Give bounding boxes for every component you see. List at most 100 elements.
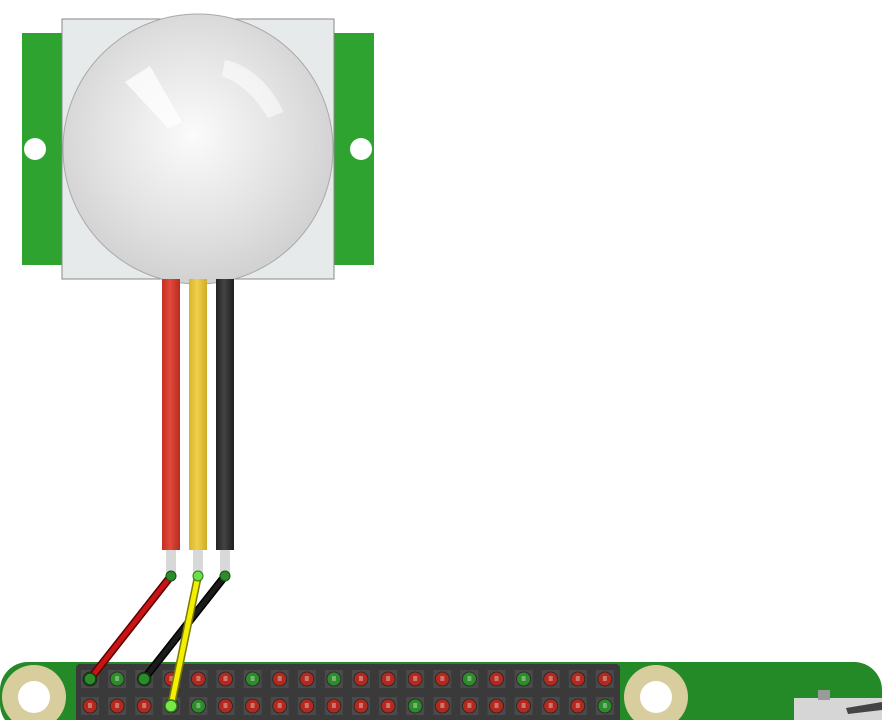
gpio-pin-11-row1 — [353, 671, 369, 687]
gpio-pin-highlight — [331, 703, 336, 708]
gpio-pin-6-row1 — [218, 671, 233, 687]
gpio-pin-highlight — [440, 676, 445, 681]
gpio-pin-1-row2 — [82, 698, 98, 714]
gpio-pin-15-row1 — [461, 671, 477, 687]
gpio-pin-highlight — [467, 703, 472, 708]
gpio-pin-17-row2 — [516, 698, 531, 714]
gpio-pin-highlight — [115, 703, 120, 708]
sensor-power-wire-tip — [166, 550, 176, 574]
sensor-ground-wire — [216, 279, 234, 550]
gpio-pin-19-row1 — [570, 671, 586, 687]
signal-jumper-end-top — [192, 570, 204, 582]
gpio-pin-highlight — [386, 676, 391, 681]
gpio-pin-highlight — [223, 676, 228, 681]
gpio-pin-13-row1 — [407, 671, 423, 687]
gpio-pin-highlight — [250, 703, 255, 708]
gpio-header-icon — [76, 664, 620, 720]
gpio-pin-highlight — [575, 703, 580, 708]
gpio-pin-highlight — [304, 676, 309, 681]
pi-mount-hole-left-inner — [18, 681, 50, 713]
gpio-pin-highlight — [331, 676, 336, 681]
pi-connector-lever — [846, 702, 882, 714]
dome-highlight — [222, 60, 283, 118]
sensor-wires — [162, 279, 234, 574]
gpio-pin-19-row2 — [570, 698, 586, 714]
signal-jumper-end-bottom — [164, 699, 178, 713]
pi-mount-hole-right-inner — [640, 681, 672, 713]
gpio-pin-14-row1 — [434, 671, 450, 687]
gpio-pin-16-row1 — [489, 671, 504, 687]
pi-connector — [794, 698, 882, 720]
dome-highlight — [125, 66, 182, 128]
gpio-pin-6-row2 — [218, 698, 233, 714]
gpio-pin-20-row2 — [597, 698, 613, 714]
gpio-pin-17-row1 — [516, 671, 531, 687]
gpio-pin-highlight — [413, 703, 418, 708]
pir-motion-sensor — [22, 13, 374, 285]
gpio-pin-highlight — [196, 703, 201, 708]
power-jumper — [87, 573, 174, 682]
ground-jumper-end-top — [219, 570, 231, 582]
ground-jumper-end-bottom — [137, 672, 151, 686]
gpio-pin-5-row2 — [190, 698, 206, 714]
gpio-pin-highlight — [359, 676, 363, 681]
sensor-power-wire — [162, 279, 180, 550]
gpio-pins — [81, 670, 614, 715]
gpio-pin-highlight — [494, 703, 499, 708]
power-jumper-end-bottom — [83, 672, 97, 686]
gpio-pin-highlight — [548, 676, 553, 681]
gpio-pin-3-row2 — [136, 698, 152, 714]
gpio-pin-14-row2 — [434, 698, 450, 714]
gpio-pin-highlight — [521, 676, 526, 681]
gpio-pin-highlight — [440, 703, 445, 708]
gpio-pin-2-row1 — [109, 671, 125, 687]
gpio-pin-highlight — [277, 676, 282, 681]
gpio-pin-16-row2 — [489, 698, 504, 714]
sensor-mount-hole-left — [24, 138, 46, 160]
gpio-pin-13-row2 — [407, 698, 423, 714]
signal-jumper — [168, 573, 201, 709]
gpio-pin-highlight — [494, 676, 499, 681]
gpio-pin-highlight — [521, 703, 526, 708]
gpio-pin-8-row2 — [272, 698, 288, 714]
gpio-pin-highlight — [223, 703, 228, 708]
sensor-signal-wire-tip — [193, 550, 203, 574]
gpio-pin-9-row1 — [299, 671, 315, 687]
gpio-pin-highlight — [548, 703, 553, 708]
gpio-pin-highlight — [575, 676, 580, 681]
sensor-mount-hole-right — [350, 138, 372, 160]
gpio-pin-12-row2 — [380, 698, 396, 714]
gpio-pin-highlight — [386, 703, 391, 708]
gpio-pin-highlight — [467, 676, 472, 681]
gpio-pin-12-row1 — [380, 671, 396, 687]
pir-dome-icon — [62, 13, 334, 285]
gpio-pin-highlight — [169, 676, 174, 681]
gpio-pin-2-row2 — [109, 698, 125, 714]
gpio-pin-highlight — [304, 703, 309, 708]
sensor-ground-wire-tip — [220, 550, 230, 574]
gpio-pin-highlight — [277, 703, 282, 708]
gpio-pin-highlight — [359, 703, 363, 708]
jumper-wires — [83, 570, 231, 713]
sensor-signal-wire — [189, 279, 207, 550]
gpio-pin-7-row1 — [245, 671, 261, 687]
gpio-pin-10-row1 — [326, 671, 342, 687]
gpio-pin-highlight — [602, 676, 607, 681]
pi-connector-tab — [818, 690, 830, 700]
power-jumper-end-top — [165, 570, 177, 582]
raspberry-pi-board — [0, 662, 882, 720]
gpio-pin-highlight — [602, 703, 607, 708]
gpio-pin-highlight — [250, 676, 255, 681]
gpio-pin-18-row2 — [543, 698, 559, 714]
gpio-pin-15-row2 — [461, 698, 477, 714]
gpio-pin-highlight — [142, 703, 147, 708]
gpio-pin-highlight — [196, 676, 201, 681]
gpio-pin-7-row2 — [245, 698, 261, 714]
gpio-pin-18-row1 — [543, 671, 559, 687]
gpio-pin-10-row2 — [326, 698, 342, 714]
gpio-pin-8-row1 — [272, 671, 288, 687]
gpio-pin-20-row1 — [597, 671, 613, 687]
gpio-pin-highlight — [115, 676, 120, 681]
gpio-pin-highlight — [413, 676, 418, 681]
